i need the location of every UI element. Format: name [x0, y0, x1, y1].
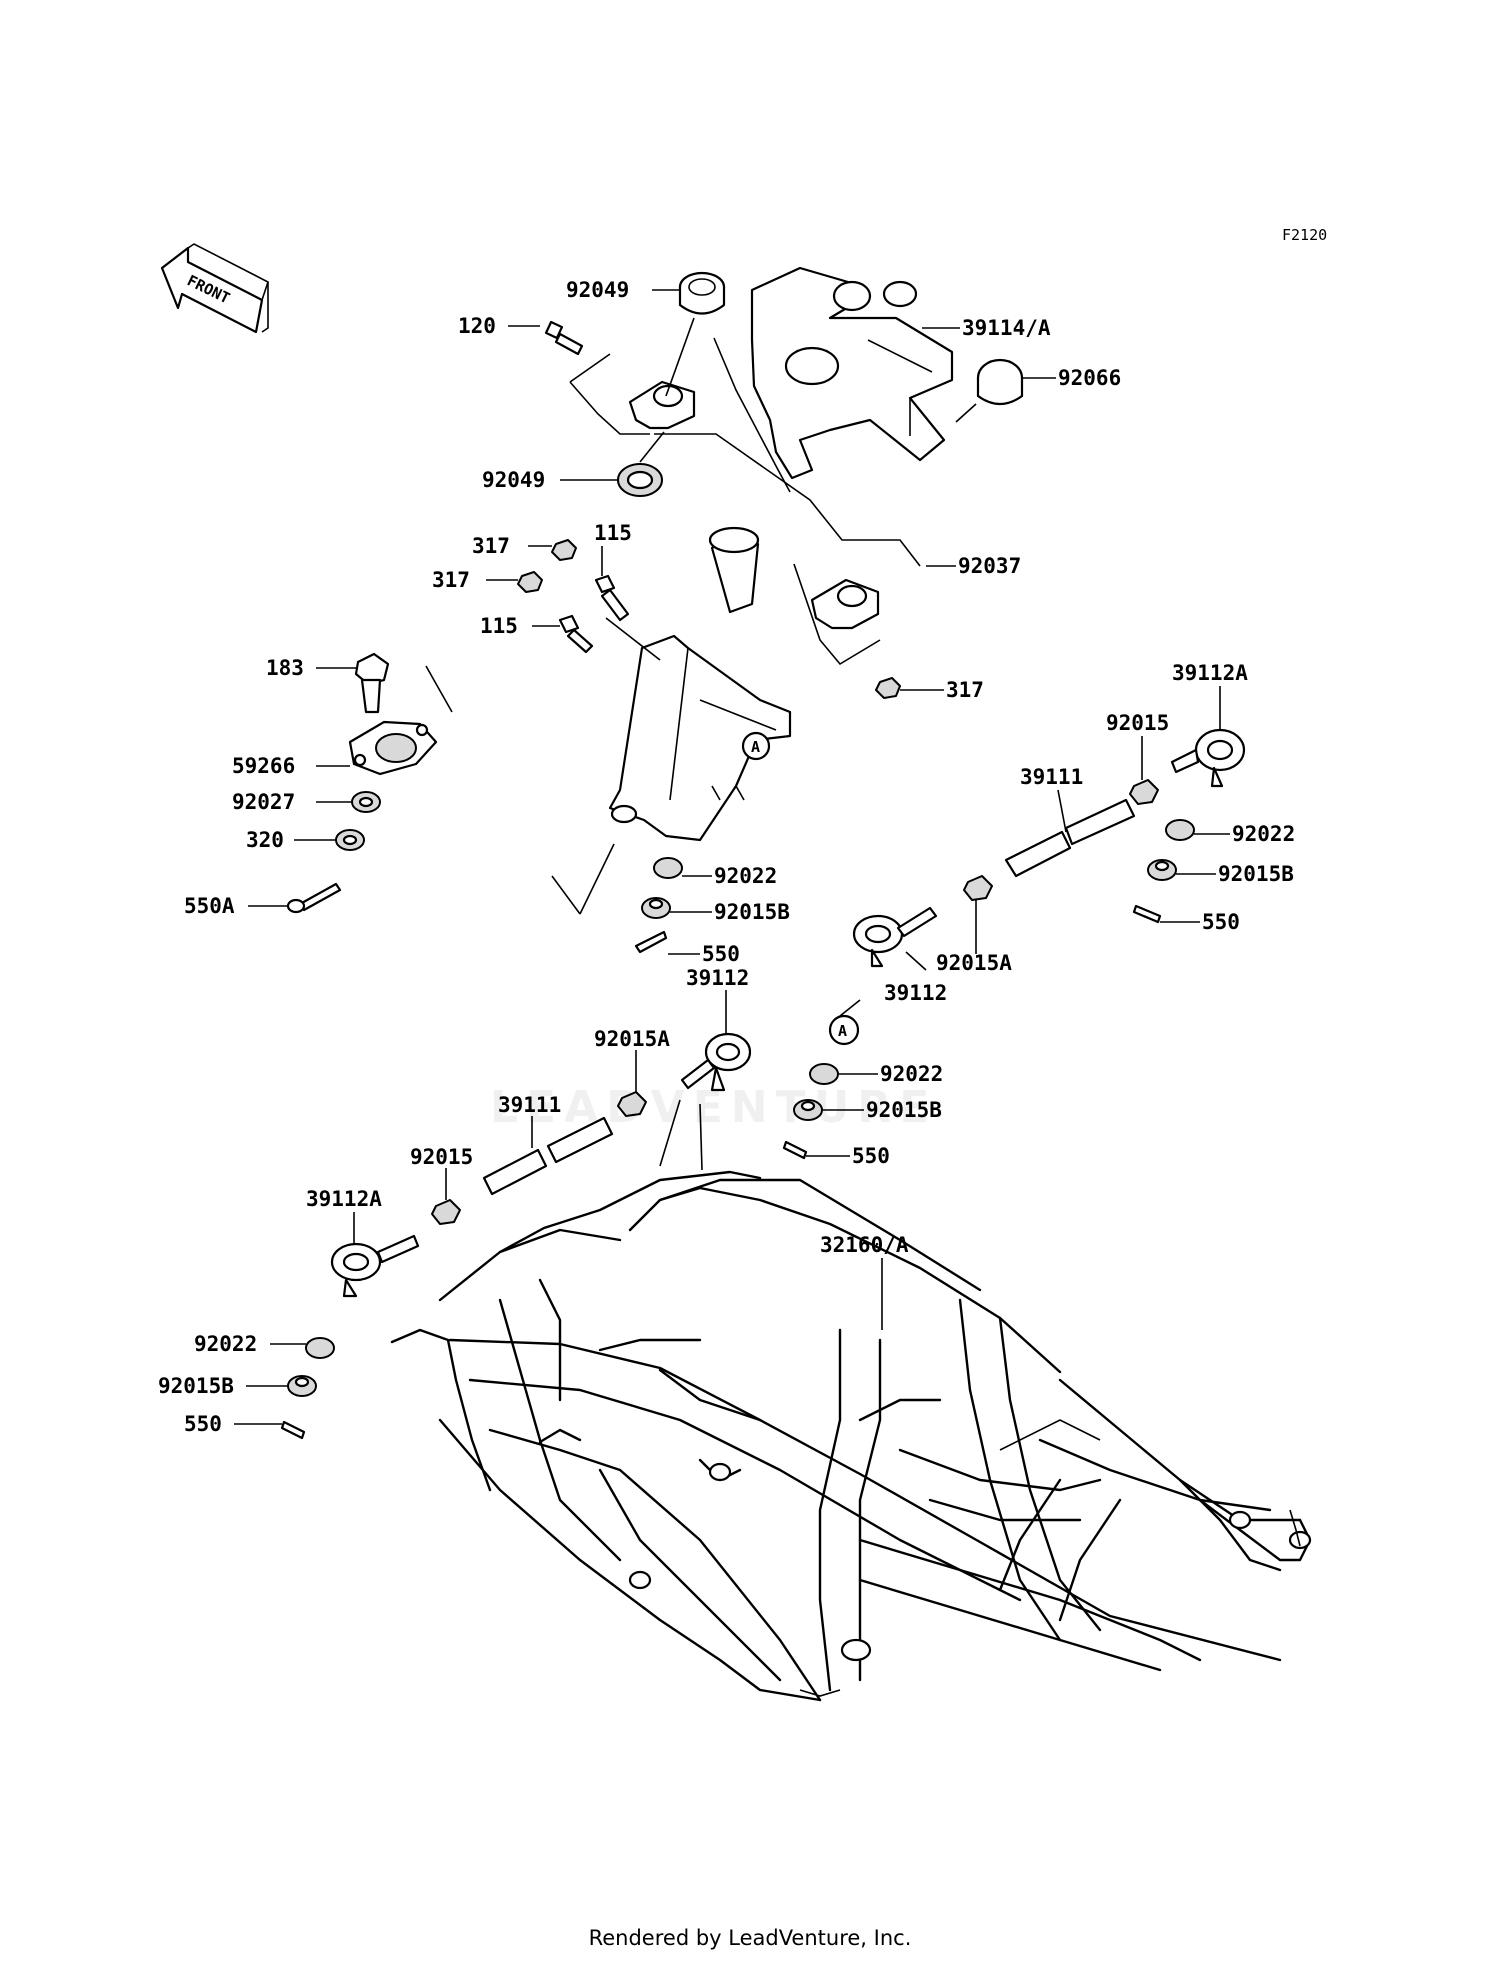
nut-92015b-lower — [287, 1375, 317, 1397]
callout-39112a-lower: 39112A — [306, 1187, 382, 1211]
bracket-59266 — [348, 720, 438, 776]
callout-550a: 550A — [184, 894, 235, 918]
nut-92015-lower — [431, 1199, 461, 1225]
callout-92027: 92027 — [232, 790, 295, 814]
callout-92015a-upper: 92015A — [936, 951, 1012, 975]
callout-39112-lower: 39112 — [686, 966, 749, 990]
pin-550-upper-right — [1132, 904, 1162, 924]
nut-317-a — [551, 539, 577, 561]
nut-320 — [335, 829, 365, 851]
front-arrow-icon: FRONT — [160, 243, 269, 334]
ref-mark-a-lower: A — [828, 1014, 860, 1046]
callout-183: 183 — [266, 656, 304, 680]
callout-92022-lower: 92022 — [194, 1332, 257, 1356]
callout-39112-upper: 39112 — [884, 981, 947, 1005]
callout-92015b-upper-right: 92015B — [1218, 862, 1294, 886]
nut-92015a-upper — [963, 875, 993, 901]
callout-550-mid: 550 — [702, 942, 740, 966]
ref-mark-a-stem: A — [751, 738, 760, 756]
callout-92015b-lower: 92015B — [158, 1374, 234, 1398]
bolt-115-b — [558, 614, 594, 654]
callout-leaders — [234, 289, 1230, 1425]
callout-92015-lower: 92015 — [410, 1145, 473, 1169]
washer-92022-upper-right — [1165, 819, 1195, 841]
callout-92022-right-lower: 92022 — [880, 1062, 943, 1086]
cap-92066 — [976, 358, 1024, 406]
watermark-text: LEADVENTURE — [490, 1082, 937, 1133]
callout-317-b: 317 — [432, 568, 470, 592]
washer-92027 — [351, 791, 381, 813]
callout-59266: 59266 — [232, 754, 295, 778]
footer-credit: Rendered by LeadVenture, Inc. — [588, 1926, 912, 1950]
callout-39114a: 39114/A — [962, 316, 1051, 340]
svg-text:A: A — [838, 1022, 847, 1040]
tie-rod-end-39112-upper — [852, 906, 938, 968]
callout-32160a: 32160/A — [820, 1233, 909, 1257]
pin-550-right-lower — [782, 1140, 808, 1160]
callout-115-b: 115 — [480, 614, 518, 638]
nut-317-b — [517, 571, 543, 593]
figure-code: F2120 — [1282, 226, 1327, 244]
nut-92015b-right-lower — [793, 1099, 823, 1121]
callout-92015b-mid: 92015B — [714, 900, 790, 924]
grommet-upper — [678, 271, 726, 315]
callout-92066: 92066 — [1058, 366, 1121, 390]
nut-92015b-upper-right — [1147, 859, 1177, 881]
pin-550-mid — [634, 930, 668, 954]
washer-92022-mid — [653, 857, 683, 879]
callout-92049-mid: 92049 — [482, 468, 545, 492]
tie-rod-end-39112a-upper — [1170, 728, 1246, 788]
callout-labels: 92049 120 39114/A 92066 92049 317 115 31… — [158, 278, 1295, 1436]
callout-92049-top: 92049 — [566, 278, 629, 302]
callout-92022-upper-right: 92022 — [1232, 822, 1295, 846]
steering-stem: A — [608, 526, 792, 842]
callout-550-right-lower: 550 — [852, 1144, 890, 1168]
callout-92022-mid: 92022 — [714, 864, 777, 888]
callout-320: 320 — [246, 828, 284, 852]
callout-120: 120 — [458, 314, 496, 338]
pin-550a — [286, 882, 342, 914]
nut-317-c — [875, 677, 901, 699]
handlebar-holder-upper — [750, 266, 954, 480]
bolt-115-a — [594, 574, 630, 622]
callout-92037: 92037 — [958, 554, 1021, 578]
callout-92015-upper: 92015 — [1106, 711, 1169, 735]
callout-550-lower: 550 — [184, 1412, 222, 1436]
nut-92015-upper — [1129, 779, 1159, 805]
callout-92015a-lower: 92015A — [594, 1027, 670, 1051]
tie-rod-end-39112-lower — [680, 1032, 752, 1092]
callout-39111-upper: 39111 — [1020, 765, 1083, 789]
callout-317-a: 317 — [472, 534, 510, 558]
grommet-lower — [617, 463, 663, 497]
frame-32160 — [390, 1170, 1312, 1702]
callout-115-a: 115 — [594, 521, 632, 545]
bolt-120 — [544, 320, 584, 356]
tie-rod-end-39112a-lower — [330, 1234, 420, 1298]
callout-92015b-right-lower: 92015B — [866, 1098, 942, 1122]
pin-550-lower — [280, 1420, 306, 1440]
bolt-183 — [354, 652, 390, 714]
tie-rod-39111-lower — [482, 1116, 614, 1196]
nut-92015b-mid — [641, 897, 671, 919]
tie-rod-39111-upper — [1004, 798, 1136, 878]
washer-92022-right-lower — [809, 1063, 839, 1085]
clamp-left — [628, 380, 696, 430]
callout-317-c: 317 — [946, 678, 984, 702]
callout-550-upper-right: 550 — [1202, 910, 1240, 934]
callout-39111-lower: 39111 — [498, 1093, 561, 1117]
washer-92022-lower — [305, 1337, 335, 1359]
callout-39112a-upper: 39112A — [1172, 661, 1248, 685]
clamp-right — [810, 578, 880, 630]
